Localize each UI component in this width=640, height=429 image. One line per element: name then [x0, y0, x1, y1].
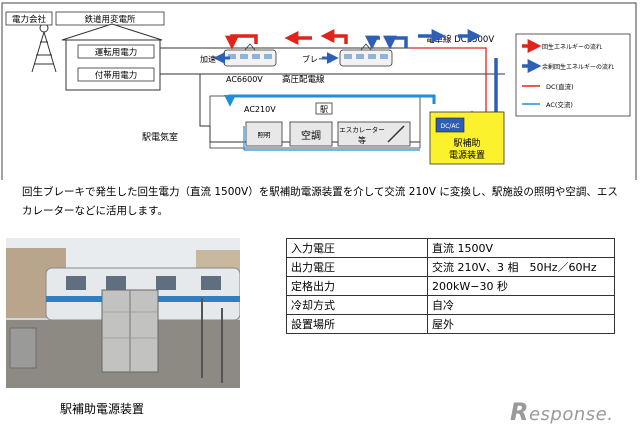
brake-label: ブレーキ: [302, 54, 334, 64]
escalator-box-line2: 等: [358, 135, 366, 145]
aux-device-label-2: 電源装置: [449, 149, 485, 161]
inverter-symbol: DC/AC: [440, 123, 459, 130]
station-sign: 駅: [320, 105, 328, 114]
regen-flow-arrows: [225, 29, 482, 50]
spec-value: 自冷: [427, 295, 615, 315]
table-row: 定格出力 200kW−30 秒: [286, 276, 615, 296]
spec-table: 入力電圧 直流 1500V 出力電圧 交流 210V、3 相 50Hz／60Hz…: [286, 238, 615, 334]
legend-regen: 回生エネルギーの流れ: [542, 43, 602, 51]
power-company-label: 電力会社: [12, 14, 47, 25]
table-row: 冷却方式 自冷: [286, 295, 615, 315]
spec-key: 入力電圧: [286, 238, 428, 258]
aircon-box: 空調: [301, 129, 321, 142]
spec-key: 設置場所: [286, 314, 428, 334]
dc-line: [410, 47, 487, 130]
aux-device-label-1: 駅補助: [453, 137, 480, 149]
train-braking-icon: [339, 43, 393, 67]
station-room-label: 駅電気室: [142, 131, 178, 143]
table-row: 出力電圧 交流 210V、3 相 50Hz／60Hz: [286, 257, 615, 277]
spec-value: 200kW−30 秒: [427, 276, 615, 296]
hv-line-label: 高圧配電線: [282, 74, 325, 85]
table-row: 設置場所 屋外: [286, 314, 615, 334]
table-row: 入力電圧 直流 1500V: [286, 238, 615, 258]
auxiliary-power-label: 付帯用電力: [95, 70, 138, 81]
escalator-box-line1: エスカレーター: [339, 125, 385, 134]
ac6600-label: AC6600V: [226, 75, 263, 84]
spec-key: 定格出力: [286, 276, 428, 296]
ac210-label: AC210V: [244, 105, 276, 114]
traction-power-label: 運転用電力: [95, 47, 138, 58]
train-accelerating-icon: [223, 43, 277, 67]
substation-label: 鉄道用変電所: [84, 14, 136, 25]
ac210-flow-arrow: [224, 94, 436, 107]
caption-text: 回生ブレーキで発生した回生電力（直流 1500V）を駅補助電源装置を介して交流 …: [22, 186, 618, 217]
legend: 回生エネルギーの流れ 余剰回生エネルギーの流れ DC(直流) AC(交流): [515, 33, 631, 117]
response-watermark: Response.: [510, 398, 613, 426]
escalator-icon: [387, 125, 405, 143]
overhead-line-label: 電車線 DC1500V: [426, 34, 494, 45]
acceleration-label: 加速: [200, 54, 216, 64]
substation-roof: [61, 23, 163, 41]
spec-key: 出力電圧: [286, 257, 428, 277]
watermark-rest: esponse.: [528, 404, 614, 425]
spec-value: 屋外: [427, 314, 615, 334]
device-photo: [6, 238, 240, 388]
spec-value: 直流 1500V: [427, 238, 615, 258]
lighting-box: 照明: [258, 131, 272, 139]
spec-value: 交流 210V、3 相 50Hz／60Hz: [427, 257, 615, 277]
photo-label: 駅補助電源装置: [60, 402, 145, 416]
spec-key: 冷却方式: [286, 295, 428, 315]
watermark-r: R: [510, 398, 529, 426]
legend-ac: AC(交流): [546, 100, 573, 109]
power-company-box: [5, 11, 53, 26]
legend-surplus: 余剰回生エネルギーの流れ: [542, 63, 614, 71]
system-diagram: 電力会社 鉄道用変電所 運転用電力 付帯用電力 電車線 DC1500V 加速 ブ…: [1, 2, 637, 180]
transmission-tower-icon: [31, 23, 57, 73]
legend-dc: DC(直流): [546, 82, 574, 91]
